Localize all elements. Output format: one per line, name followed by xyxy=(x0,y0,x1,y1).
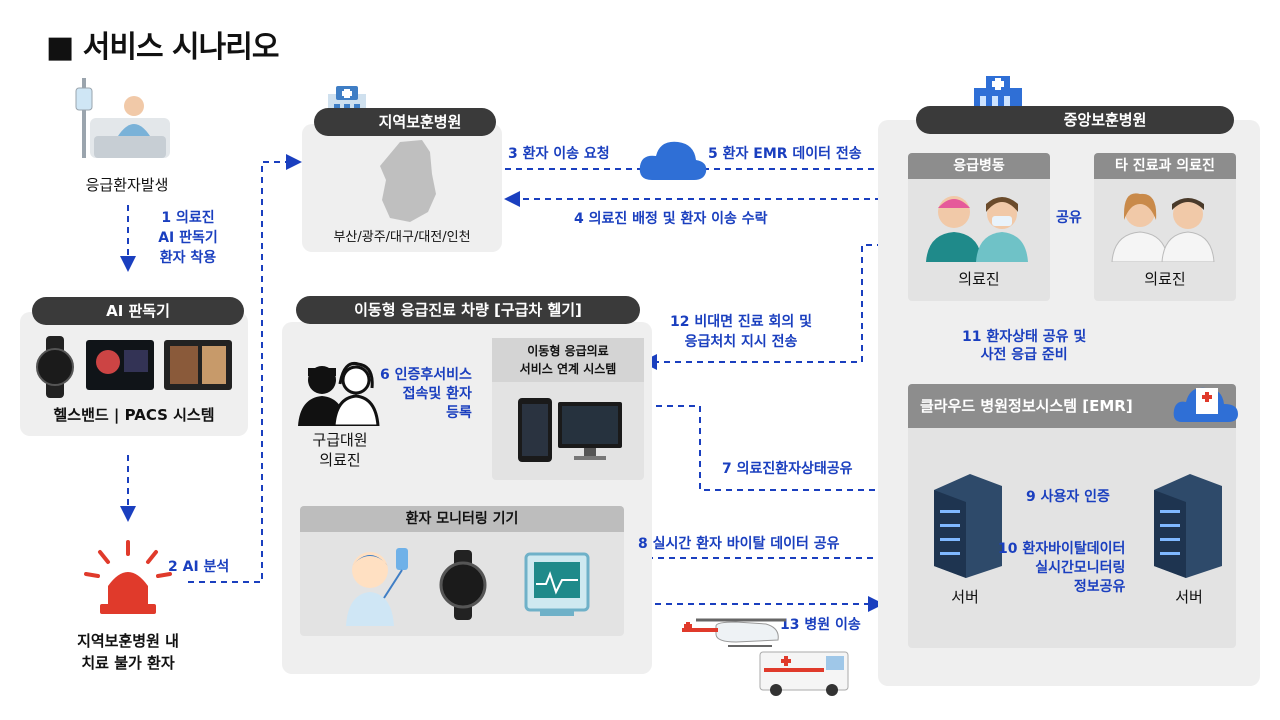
mobile-system-line1: 이동형 응급의료 xyxy=(527,344,609,358)
step13-label: 13 병원 이송 xyxy=(780,617,861,633)
server1-label: 서버 xyxy=(951,588,979,606)
step11-text: 11 환자상태 공유 및 사전 응급 준비 xyxy=(962,328,1086,364)
er-ward-caption: 의료진 xyxy=(958,270,1000,288)
paramedic-icon xyxy=(298,361,380,426)
er-ward-title: 응급병동 xyxy=(908,153,1050,179)
mobile-vehicle-title: 이동형 응급진료 차량 [구급차 헬기] xyxy=(296,296,640,324)
server-icon-1 xyxy=(934,474,1002,578)
ai-reader-caption: 헬스밴드 | PACS 시스템 xyxy=(53,406,215,424)
step1-line3: 환자 착용 xyxy=(159,250,217,266)
step1-line2: AI 판독기 xyxy=(158,230,218,246)
other-dept-title: 타 진료과 의료진 xyxy=(1094,153,1236,179)
share-label: 공유 xyxy=(1056,210,1082,226)
step10-line1: 10 환자바이탈데이터 xyxy=(998,541,1126,557)
step11-line1: 11 환자상태 공유 및 xyxy=(962,329,1087,345)
monitoring-devices-icon xyxy=(346,548,590,626)
step11-line2: 사전 응급 준비 xyxy=(980,347,1068,363)
step7-label: 7 의료진환자상태공유 xyxy=(722,461,853,477)
paramedic-line1: 구급대원 xyxy=(312,431,368,449)
step5-label: 5 환자 EMR 데이터 전송 xyxy=(708,146,862,162)
step10-line3: 정보공유 xyxy=(1073,579,1126,595)
cloud-icon xyxy=(639,141,707,180)
mobile-system-line2: 서비스 연계 시스템 xyxy=(519,362,617,376)
step12-line2: 응급처치 지시 전송 xyxy=(684,334,798,350)
paramedic-label: 구급대원 의료진 xyxy=(300,430,380,470)
regional-hospital-title: 지역보훈병원 xyxy=(314,108,496,136)
page-title: ■ 서비스 시나리오 xyxy=(46,30,279,65)
step12-text: 12 비대면 진료 회의 및 응급처치 지시 전송 xyxy=(670,312,812,352)
ambulance-helicopter-icon xyxy=(682,618,849,696)
patient-bed-icon xyxy=(75,78,170,158)
step2-label: 2 AI 분석 xyxy=(168,559,230,575)
step6-line1: 6 인증후서비스 xyxy=(380,367,472,383)
central-hospital-title: 중앙보훈병원 xyxy=(916,106,1234,134)
step6-line3: 등록 xyxy=(446,405,472,421)
other-doctors-icon xyxy=(1111,193,1215,262)
step8-label: 8 실시간 환자 바이탈 데이터 공유 xyxy=(638,536,840,552)
step6-line2: 접속및 환자 xyxy=(402,386,472,402)
monitor-title: 환자 모니터링 기기 xyxy=(300,506,624,532)
device-images xyxy=(36,336,232,398)
untreatable-label: 지역보훈병원 내 치료 불가 환자 xyxy=(40,630,216,674)
other-dept-caption: 의료진 xyxy=(1144,270,1186,288)
server-icon-2 xyxy=(1154,474,1222,578)
step9-label: 9 사용자 인증 xyxy=(1026,489,1110,505)
korea-map-icon xyxy=(380,140,436,222)
cloud-hospital-icon xyxy=(1173,387,1238,422)
siren-icon xyxy=(84,540,172,614)
phone-monitor-icon xyxy=(518,398,622,462)
step3-label: 3 환자 이송 요청 xyxy=(508,146,610,162)
step10-text: 10 환자바이탈데이터 실시간모니터링 정보공유 xyxy=(998,540,1125,597)
untreatable-line1: 지역보훈병원 내 xyxy=(77,632,179,650)
regional-cities: 부산/광주/대구/대전/인천 xyxy=(333,230,471,245)
step10-line2: 실시간모니터링 xyxy=(1035,560,1126,576)
step6-text: 6 인증후서비스 접속및 환자 등록 xyxy=(380,366,472,423)
emergency-label: 응급환자발생 xyxy=(85,176,169,194)
doctors-icon xyxy=(926,196,1028,262)
mobile-system-header: 이동형 응급의료 서비스 연계 시스템 xyxy=(492,338,644,382)
paramedic-line2: 의료진 xyxy=(319,451,361,469)
ai-reader-title: AI 판독기 xyxy=(32,297,244,325)
step4-label: 4 의료진 배정 및 환자 이송 수락 xyxy=(574,211,768,227)
server2-label: 서버 xyxy=(1175,588,1203,606)
step12-line1: 12 비대면 진료 회의 및 xyxy=(670,314,813,330)
untreatable-line2: 치료 불가 환자 xyxy=(81,654,175,672)
step1-line1: 1 의료진 xyxy=(161,210,215,226)
step1-text: 1 의료진 AI 판독기 환자 착용 xyxy=(138,208,238,268)
